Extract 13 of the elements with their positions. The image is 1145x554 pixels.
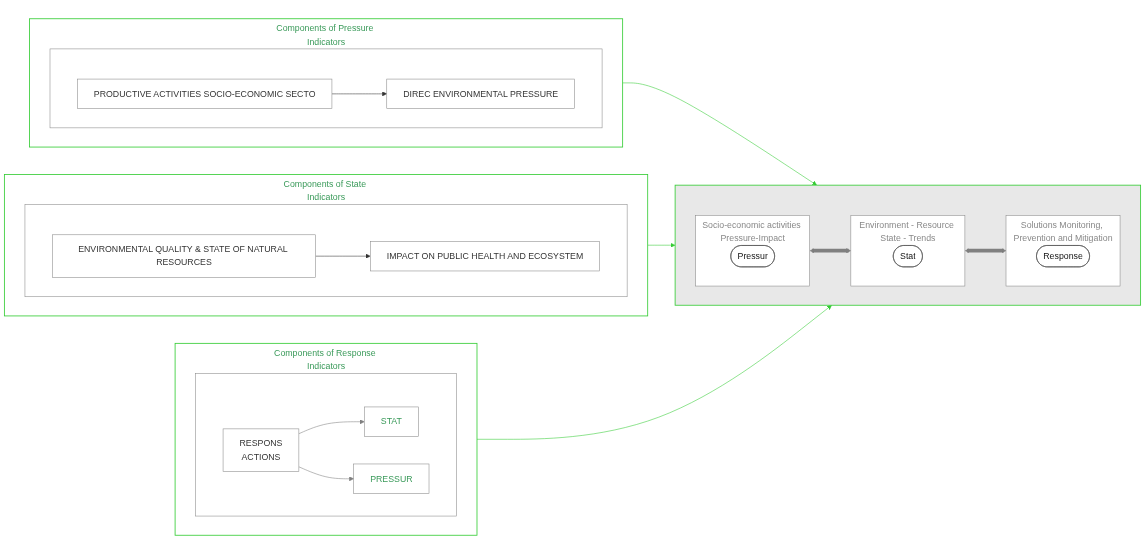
node-box: IMPACT ON PUBLIC HEALTH AND ECOSYSTEM <box>370 241 600 272</box>
node-box: PRESSUR <box>353 463 430 494</box>
node-box: PRODUCTIVE ACTIVITIES SOCIO-ECONOMIC SECTO <box>77 78 333 109</box>
arrow <box>964 248 1007 254</box>
cluster <box>24 204 628 297</box>
node-box: STAT <box>364 406 419 437</box>
node-box: DIREC ENVIRONMENTAL PRESSURE <box>386 78 575 109</box>
node-box: RESPONS ACTIONS <box>222 428 300 472</box>
node-box: ENVIRONMENTAL QUALITY & STATE OF NATURAL RESOURCES <box>52 234 316 278</box>
cluster <box>195 373 457 517</box>
arrow <box>809 248 852 254</box>
cluster <box>49 48 603 129</box>
cluster <box>674 184 1141 306</box>
